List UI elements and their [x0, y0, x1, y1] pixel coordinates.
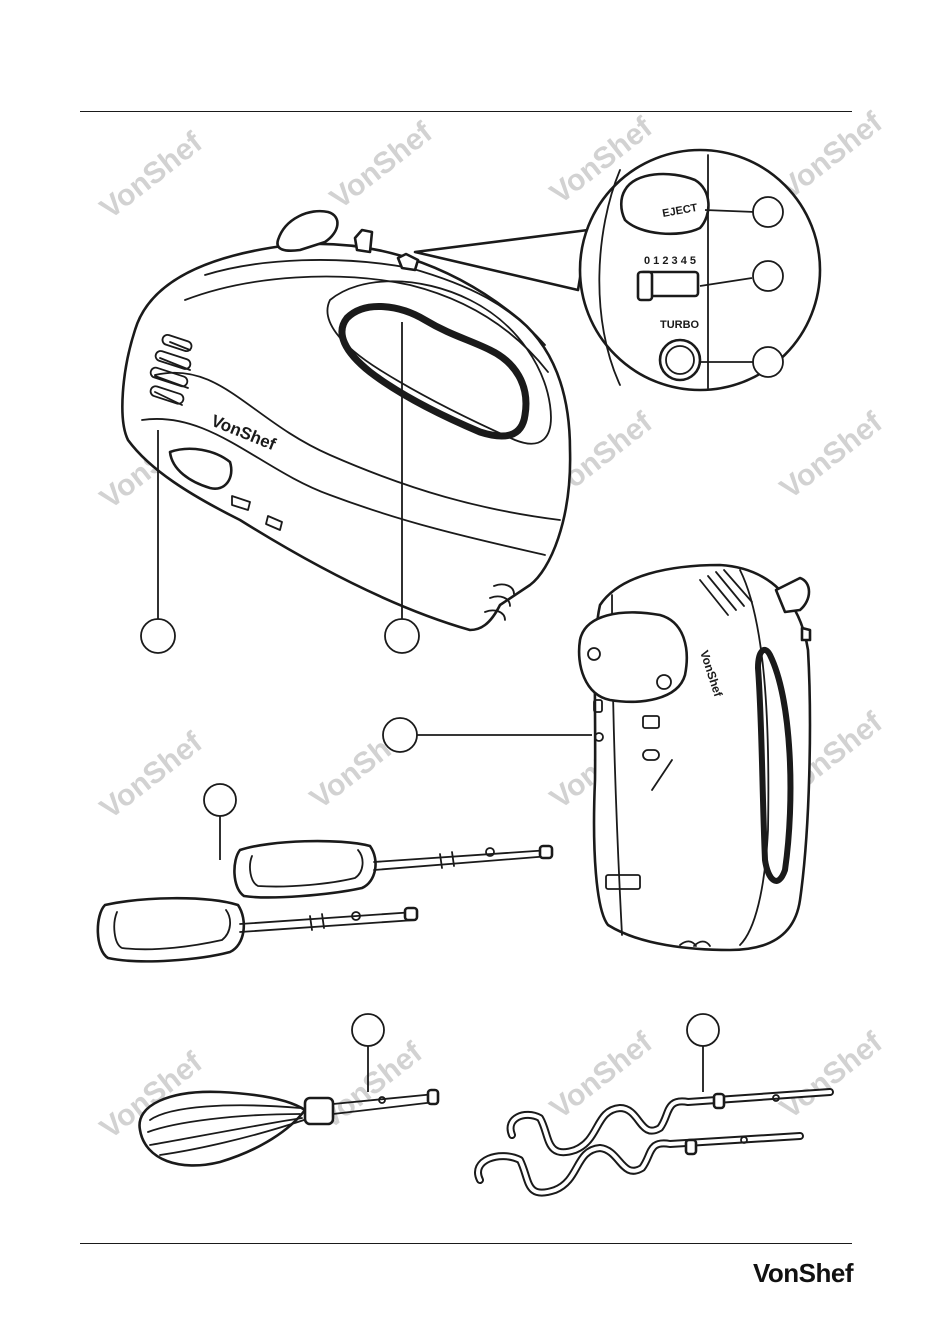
callout-badge [204, 784, 236, 816]
watermark: VonShef [94, 125, 209, 225]
watermark: VonShef [94, 725, 209, 825]
callout-badge [753, 347, 783, 377]
turbo-label: TURBO [660, 319, 700, 331]
control-panel-detail: EJECT 0 1 2 3 4 5 TURBO [580, 150, 820, 390]
callout-badge [383, 718, 417, 752]
callout-badge [753, 261, 783, 291]
speed-scale-label: 0 1 2 3 4 5 [644, 255, 696, 267]
watermark: VonShef [324, 115, 439, 215]
callout-badge [141, 619, 175, 653]
callout-badge [352, 1014, 384, 1046]
callout-badge [753, 197, 783, 227]
watermark: VonShef [774, 1025, 889, 1125]
callout-badge [687, 1014, 719, 1046]
bottom-rule [80, 1243, 852, 1244]
callout-badge [385, 619, 419, 653]
mixer-side-view: VonShef [122, 211, 570, 630]
watermark: VonShef [544, 1025, 659, 1125]
watermark: VonShef [774, 405, 889, 505]
footer-brand-logo: VonShef [753, 1258, 853, 1289]
